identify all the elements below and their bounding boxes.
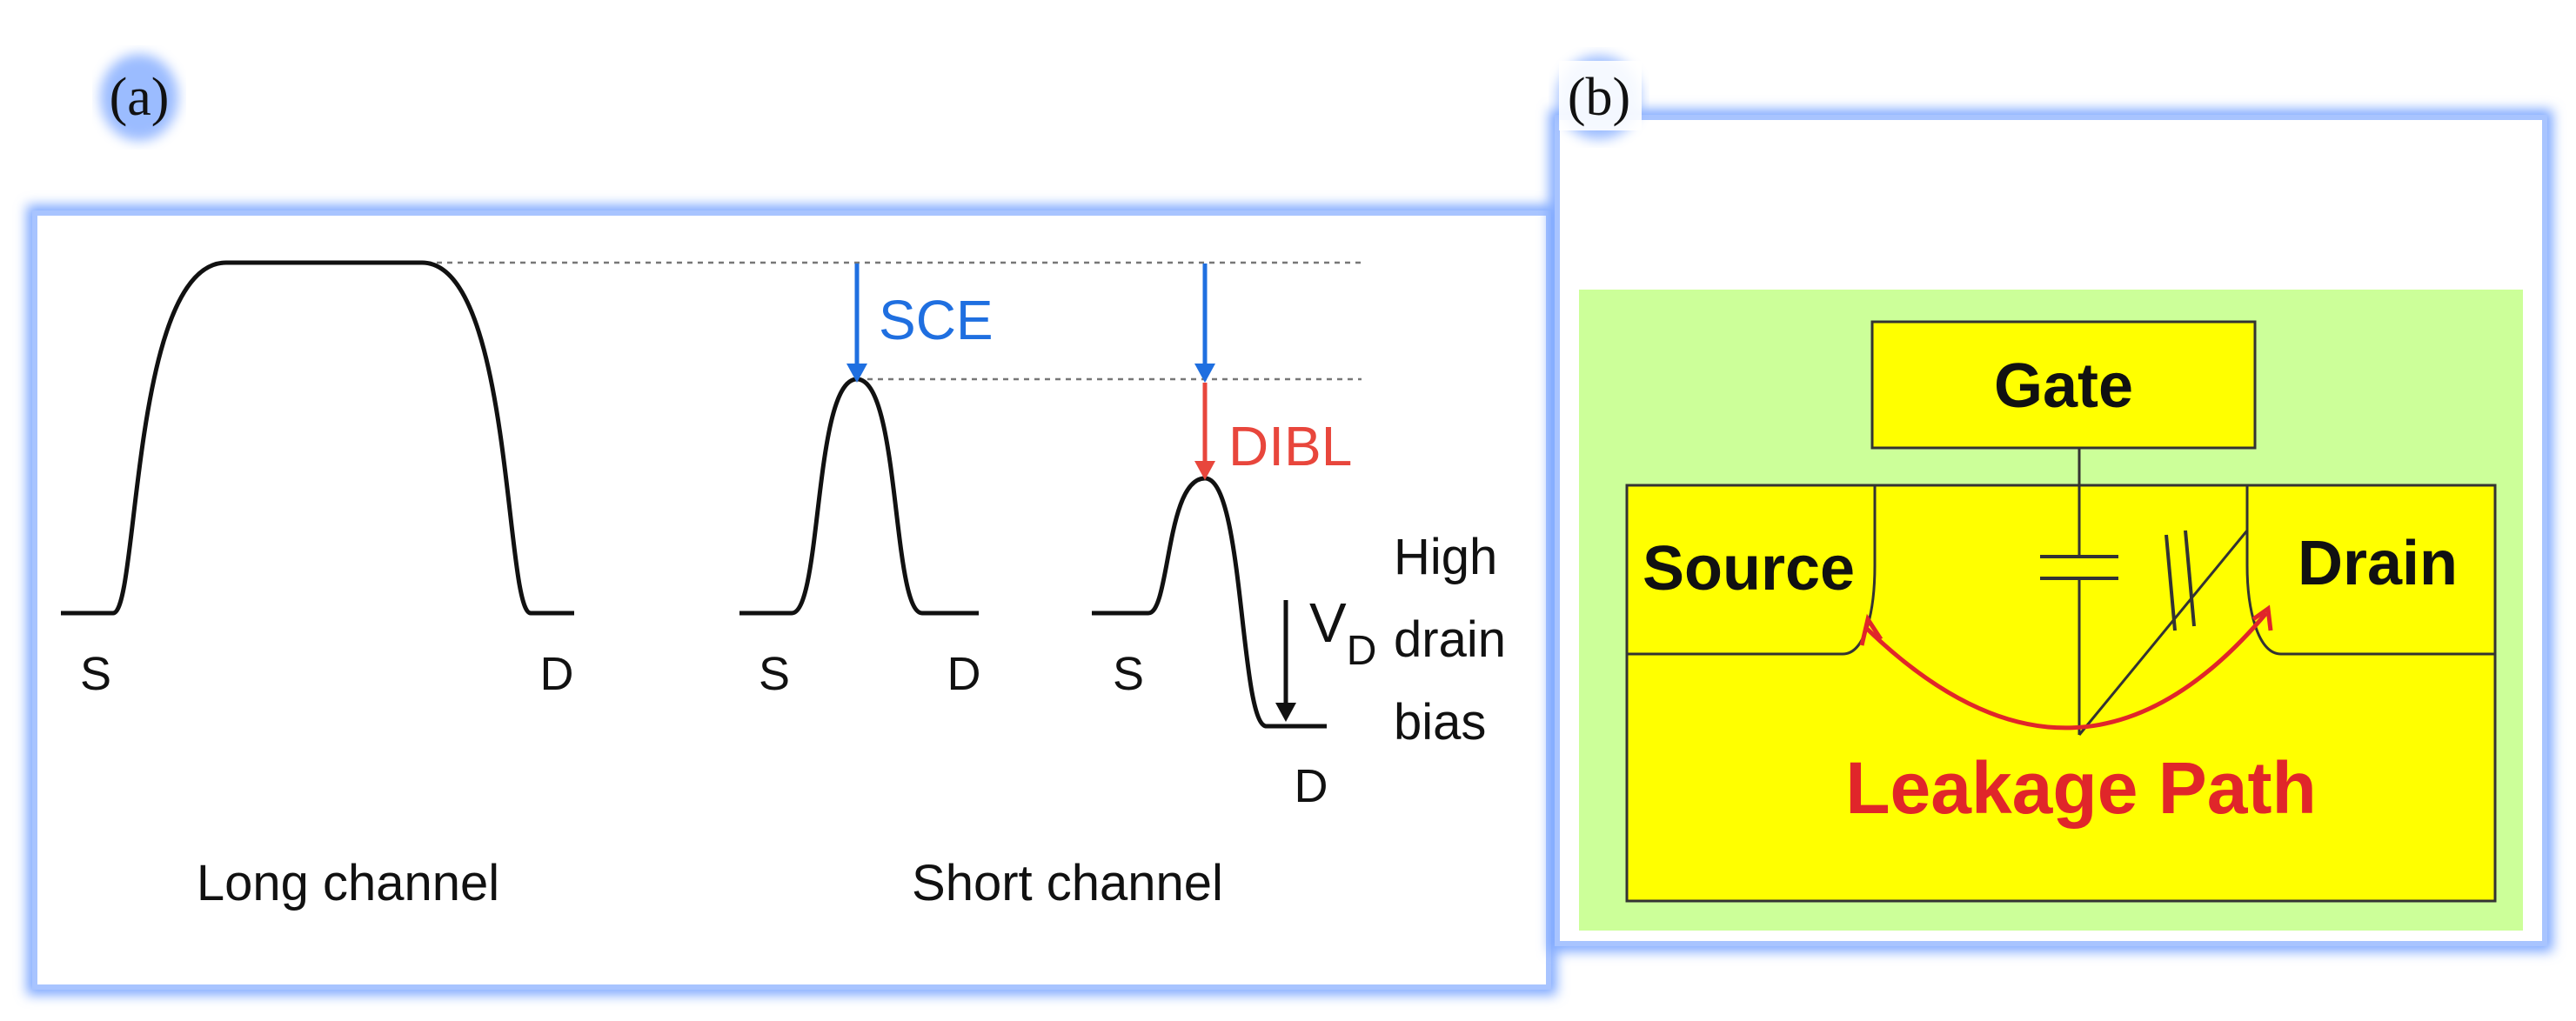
substrate [1625, 484, 2497, 903]
vd-subscript: D [1347, 628, 1377, 674]
short-channel-high-source-label: S [1113, 648, 1144, 700]
source-label: Source [1643, 534, 1855, 604]
sce-label: SCE [879, 289, 994, 351]
short-channel-high-bias-curve [1092, 476, 1327, 729]
short-channel-low-drain-label: D [947, 648, 981, 700]
dibl-label: DIBL [1228, 415, 1352, 477]
short-channel-caption: Short channel [912, 855, 1223, 911]
long-channel-barrier-curve [61, 260, 574, 616]
high-bias-note-line-2: drain [1394, 611, 1506, 668]
panel-a-frame [27, 205, 1556, 995]
leakage-path-label: Leakage Path [1845, 747, 2317, 829]
high-bias-note-line-3: bias [1394, 694, 1486, 751]
long-channel-caption: Long channel [197, 855, 499, 911]
drain-label: Drain [2298, 529, 2458, 598]
gate-box [1870, 320, 2257, 450]
leakage-path-arc [1864, 611, 2268, 731]
short-channel-low-source-label: S [759, 648, 790, 700]
short-channel-high-drain-label: D [1295, 760, 1328, 812]
panel-b-label: (b) [1568, 68, 1630, 127]
panel-a-label: (a) [110, 68, 170, 127]
high-bias-note-line-1: High [1394, 529, 1497, 585]
vd-label: VD [1309, 591, 1376, 674]
long-channel-source-label: S [80, 648, 111, 700]
gate-label: Gate [1994, 351, 2133, 421]
drain-coupling-line [2078, 530, 2249, 736]
long-channel-drain-label: D [540, 648, 574, 700]
